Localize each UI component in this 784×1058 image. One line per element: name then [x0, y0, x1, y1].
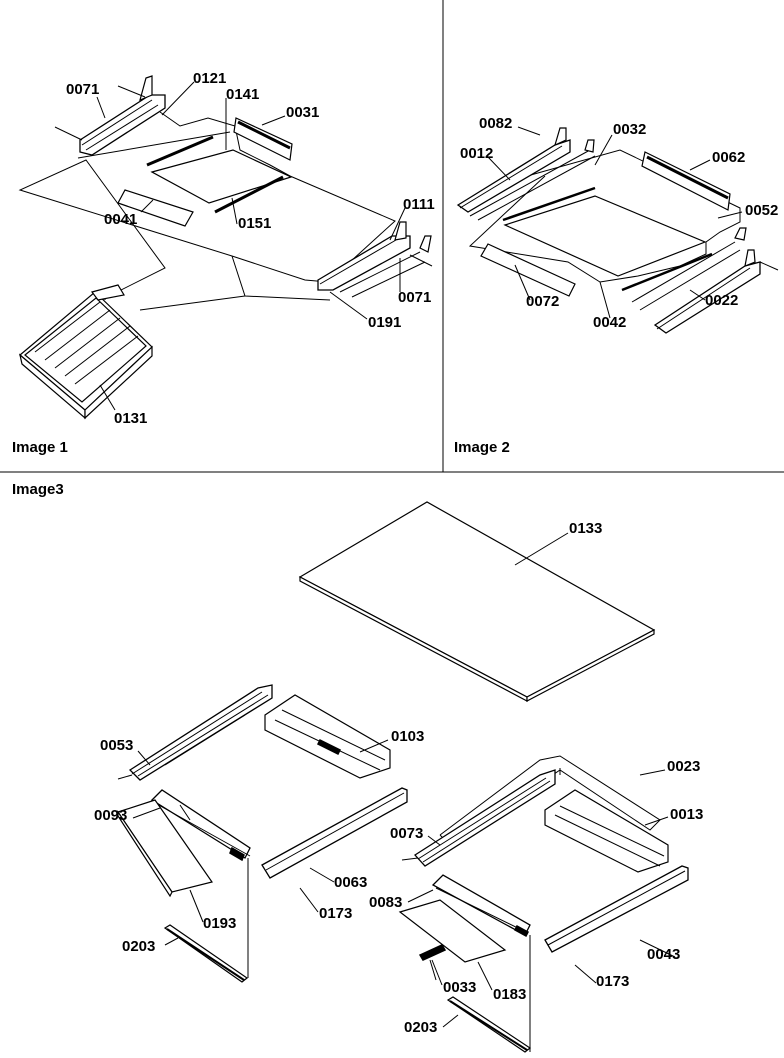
callout-0173-b: 0173 — [596, 973, 629, 990]
rail-bracket-left — [139, 75, 153, 102]
callout-0043: 0043 — [647, 946, 680, 963]
callout-0121: 0121 — [193, 70, 226, 87]
glass-shelf-0042 — [503, 195, 707, 277]
shelf-front-0041 — [117, 189, 194, 227]
callout-0053: 0053 — [100, 737, 133, 754]
callout-0032: 0032 — [613, 121, 646, 138]
glass-shelf-0141 — [150, 149, 293, 204]
callout-0071-a: 0071 — [66, 81, 99, 98]
callout-0103: 0103 — [391, 728, 424, 745]
left-shelf-assembly — [117, 684, 408, 983]
callout-0062: 0062 — [712, 149, 745, 166]
callout-0013: 0013 — [670, 806, 703, 823]
callout-0193: 0193 — [203, 915, 236, 932]
callout-0041: 0041 — [104, 211, 137, 228]
shelf-front-0072 — [480, 243, 576, 297]
image2-explode-outline — [468, 149, 741, 283]
caption-image3: Image3 — [12, 481, 64, 498]
callout-0173-a: 0173 — [319, 905, 352, 922]
callout-0191: 0191 — [368, 314, 401, 331]
callout-0023: 0023 — [667, 758, 700, 775]
rail-bracket-right-2 — [419, 235, 432, 253]
callout-0203-b: 0203 — [404, 1019, 437, 1036]
callout-0073: 0073 — [390, 825, 423, 842]
caption-image2: Image 2 — [454, 439, 510, 456]
callout-0082: 0082 — [479, 115, 512, 132]
right-rail-0022 — [653, 261, 761, 334]
callout-0111: 0111 — [403, 196, 435, 213]
crisper-drawer-0131 — [19, 284, 153, 420]
callout-0052: 0052 — [745, 202, 778, 219]
callout-0183: 0183 — [493, 986, 526, 1003]
callout-0133: 0133 — [569, 520, 602, 537]
callout-0022: 0022 — [705, 292, 738, 309]
callout-0042: 0042 — [593, 314, 626, 331]
right-rail-0111 — [317, 235, 411, 291]
caption-image1: Image 1 — [12, 439, 68, 456]
image2-panel: 0082 0032 0012 0062 0052 0072 0042 0022 … — [454, 115, 778, 456]
trim-0121 — [146, 135, 214, 167]
rail-bracket-right — [394, 221, 407, 241]
callout-0063: 0063 — [334, 874, 367, 891]
callout-0203-a: 0203 — [122, 938, 155, 955]
trim-0151 — [214, 175, 284, 214]
callout-0083: 0083 — [369, 894, 402, 911]
callout-0031: 0031 — [286, 104, 319, 121]
callout-0093: 0093 — [94, 807, 127, 824]
callout-0141: 0141 — [226, 86, 259, 103]
callout-0012: 0012 — [460, 145, 493, 162]
image3-panel: Image3 — [12, 481, 703, 1053]
callout-0033: 0033 — [443, 979, 476, 996]
callout-0131: 0131 — [114, 410, 147, 427]
callout-0151: 0151 — [238, 215, 271, 232]
image1-panel: 0071 0121 0141 0031 0041 0151 0111 0071 … — [12, 70, 435, 456]
image1-explode-outline — [18, 111, 396, 300]
callout-0072: 0072 — [526, 293, 559, 310]
callout-0071-b: 0071 — [398, 289, 431, 306]
right-shelf-assembly — [398, 755, 689, 1053]
